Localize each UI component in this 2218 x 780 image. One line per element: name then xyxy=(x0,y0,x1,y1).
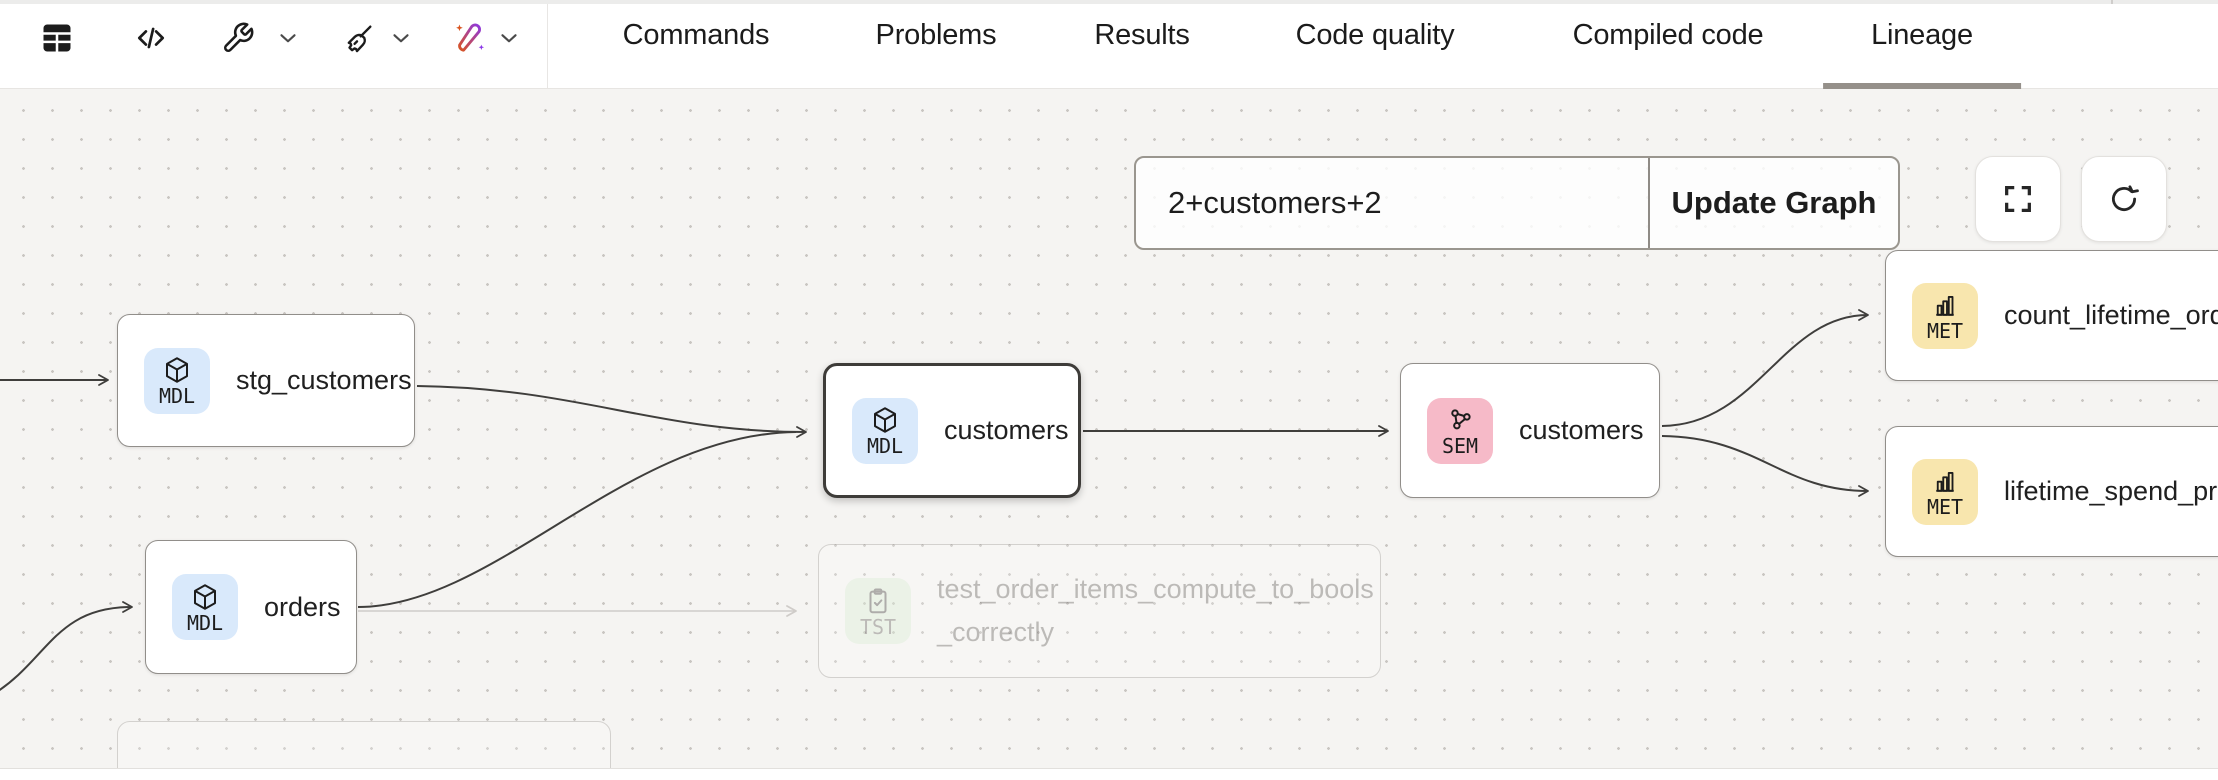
chevron-down-icon xyxy=(501,34,517,43)
tab-compiled-code[interactable]: Compiled code xyxy=(1573,4,1764,66)
badge-type-label: MET xyxy=(1926,319,1964,343)
model-badge: MDL xyxy=(172,574,238,640)
node-test-order-items-faded[interactable]: TST test_order_items_compute_to_bools _c… xyxy=(818,544,1381,678)
refresh-icon xyxy=(2112,185,2139,212)
tab-label: Commands xyxy=(622,18,770,51)
tab-code-quality[interactable]: Code quality xyxy=(1296,4,1455,66)
badge-type-label: TST xyxy=(859,614,897,639)
node-label-line2: _correctly xyxy=(937,617,1055,647)
node-label: customers xyxy=(944,415,1069,445)
lineage-filter-input[interactable] xyxy=(1136,158,1648,248)
ai-assist-dropdown-button[interactable] xyxy=(493,14,525,62)
lineage-canvas[interactable]: MDL stg_customers MDL orders MDL custome… xyxy=(0,89,2218,768)
cleanup-button[interactable] xyxy=(335,14,383,62)
tab-problems[interactable]: Problems xyxy=(876,4,997,66)
tab-label: Lineage xyxy=(1871,18,1973,51)
cube-icon xyxy=(194,583,216,610)
badge-type-label: SEM xyxy=(1441,434,1479,458)
table-button[interactable] xyxy=(33,14,81,62)
top-strip-divider xyxy=(2111,0,2113,4)
fullscreen-icon xyxy=(2005,186,2031,212)
tools-button[interactable] xyxy=(214,14,262,62)
code-button[interactable] xyxy=(127,14,175,62)
node-count-lifetime-order[interactable]: MET count_lifetime_order xyxy=(1885,250,2218,381)
semantic-badge: SEM xyxy=(1427,397,1493,464)
active-tab-underline xyxy=(1822,83,2021,89)
toolbar-tabs-divider xyxy=(547,4,548,88)
node-label-line1: test_order_items_compute_to_bools xyxy=(937,573,1374,604)
window-top-strip xyxy=(0,0,2218,4)
tools-dropdown-button[interactable] xyxy=(272,14,304,62)
edge-into-orders xyxy=(0,601,133,691)
node-label: lifetime_spend_preta xyxy=(2004,476,2218,506)
tab-label: Problems xyxy=(875,18,997,51)
lineage-filter-bar: Update Graph xyxy=(1134,156,1900,250)
bottom-strip xyxy=(0,768,2218,780)
chevron-down-icon xyxy=(393,34,409,43)
badge-type-label: MDL xyxy=(186,610,224,635)
badge-type-label: MET xyxy=(1926,495,1964,519)
table-icon xyxy=(43,24,71,52)
edge-semantic-to-count-lifetime xyxy=(1661,309,1869,427)
cube-icon xyxy=(874,407,896,433)
update-graph-button[interactable]: Update Graph xyxy=(1650,158,1898,248)
broom-icon xyxy=(347,25,372,53)
model-badge: MDL xyxy=(852,397,918,464)
wrench-icon xyxy=(224,22,254,52)
edge-semantic-to-lifetime-spend xyxy=(1661,435,1869,497)
bar-chart-icon xyxy=(1936,295,1954,316)
magic-pencil-icon xyxy=(456,23,485,52)
filter-button-divider xyxy=(1648,158,1650,248)
node-customers-model-selected[interactable]: MDL customers xyxy=(823,363,1081,498)
tab-label: Results xyxy=(1094,18,1190,51)
fit-view-button[interactable] xyxy=(1975,156,2061,242)
node-label: customers xyxy=(1519,415,1644,445)
cube-icon xyxy=(166,357,188,383)
code-icon xyxy=(137,27,165,49)
tab-lineage[interactable]: Lineage xyxy=(1822,4,2021,89)
node-lifetime-spend-preta[interactable]: MET lifetime_spend_preta xyxy=(1885,426,2218,557)
ai-assist-button[interactable] xyxy=(447,14,495,62)
node-label: count_lifetime_order xyxy=(2004,300,2218,330)
metric-badge: MET xyxy=(1912,458,1978,525)
model-badge: MDL xyxy=(144,347,210,414)
node-orders[interactable]: MDL orders xyxy=(145,540,357,674)
network-icon xyxy=(1451,409,1471,430)
cleanup-dropdown-button[interactable] xyxy=(385,14,417,62)
tab-commands[interactable]: Commands xyxy=(623,4,770,66)
tab-label: Code quality xyxy=(1295,18,1455,51)
chevron-down-icon xyxy=(280,34,296,43)
tab-label: Compiled code xyxy=(1572,18,1764,51)
test-badge: TST xyxy=(845,578,911,644)
refresh-button[interactable] xyxy=(2081,156,2167,242)
metric-badge: MET xyxy=(1912,282,1978,349)
node-customers-semantic[interactable]: SEM customers xyxy=(1400,363,1660,498)
edge-orders-to-customers xyxy=(357,431,797,608)
node-stg-customers[interactable]: MDL stg_customers xyxy=(117,314,415,447)
node-partial-bottom-faded[interactable]: TST xyxy=(117,721,611,768)
node-label: stg_customers xyxy=(236,365,412,395)
badge-type-label: MDL xyxy=(158,384,196,408)
badge-type-label: MDL xyxy=(866,434,904,458)
tab-results[interactable]: Results xyxy=(1094,4,1190,66)
bar-chart-icon xyxy=(1936,471,1954,492)
node-label: orders xyxy=(264,591,341,622)
clipboard-check-icon xyxy=(869,587,887,613)
edge-stg-customers-to-customers xyxy=(416,385,807,438)
node-label: test_order_items_compute_to_bools _corre… xyxy=(937,568,1380,654)
toolbar-and-tabs-header: Commands Problems Results Code quality C… xyxy=(0,4,2218,89)
